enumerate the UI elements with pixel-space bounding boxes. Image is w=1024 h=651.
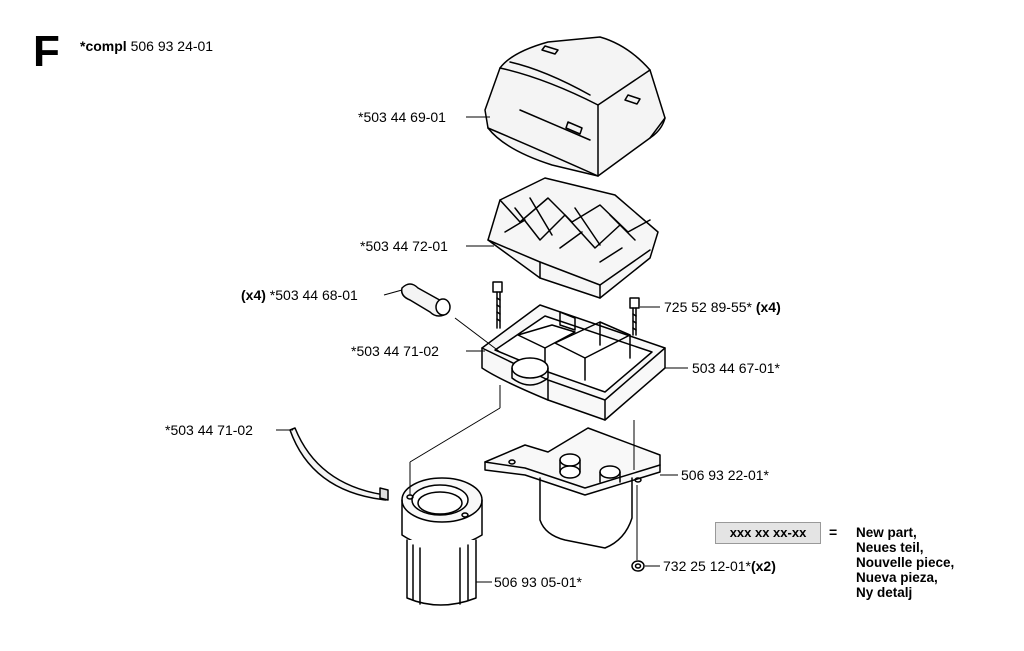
quantity-suffix: (x4) (755, 299, 781, 315)
part-number: *503 44 72-01 (360, 238, 448, 254)
part-label-holder: 503 44 67-01* (692, 360, 780, 376)
compl-part-number: 506 93 24-01 (130, 38, 214, 54)
air-filter-element-drawing (487, 177, 659, 299)
legend-line: New part, (856, 525, 917, 540)
base-plate-drawing (484, 427, 661, 549)
screw-right-drawing (629, 297, 640, 336)
part-label-clip: (x4) *503 44 68-01 (241, 287, 358, 303)
legend-line: Ny detalj (856, 585, 913, 600)
clip-drawing (400, 283, 451, 317)
filter-holder-drawing (481, 304, 666, 421)
legend-equals: = (829, 524, 838, 540)
legend-line: Nueva pieza, (856, 570, 938, 585)
quantity-prefix: (x4) (241, 287, 266, 303)
part-label-screw: 725 52 89-55* (x4) (664, 299, 781, 315)
assembly-title: *compl 506 93 24-01 (80, 38, 213, 54)
air-filter-cover-drawing (484, 36, 666, 177)
section-letter: F (33, 27, 60, 76)
part-number: *503 44 71-02 (165, 422, 253, 438)
part-number: 506 93 22-01* (681, 467, 769, 483)
legend-code-box: xxx xx xx-xx (715, 522, 821, 544)
part-label-strip: *503 44 71-02 (165, 422, 253, 438)
compl-label: *compl (80, 38, 127, 54)
screw-left-drawing (492, 281, 503, 329)
part-label-nut: 732 25 12-01*(x2) (663, 558, 776, 574)
legend-line: Nouvelle piece, (856, 555, 955, 570)
part-number: *503 44 71-02 (351, 343, 439, 359)
leader-lines (276, 116, 688, 583)
part-number: *503 44 68-01 (269, 287, 358, 303)
part-label-pre-filter: 506 93 05-01* (494, 574, 582, 590)
part-label-holder-gasket: *503 44 71-02 (351, 343, 439, 359)
legend-line: Neues teil, (856, 540, 924, 555)
part-label-base-plate: 506 93 22-01* (681, 467, 769, 483)
part-number: 503 44 67-01* (692, 360, 780, 376)
part-number: 725 52 89-55* (664, 299, 752, 315)
part-number: 506 93 05-01* (494, 574, 582, 590)
part-number: 732 25 12-01* (663, 558, 751, 574)
part-label-filter: *503 44 72-01 (360, 238, 448, 254)
legend-meaning: New part, Neues teil, Nouvelle piece, Nu… (856, 525, 954, 600)
nut-drawing (631, 560, 645, 572)
pre-filter-drawing (401, 477, 483, 606)
quantity-suffix: (x2) (750, 558, 776, 574)
gasket-strip-drawing (289, 427, 389, 501)
part-label-cover: *503 44 69-01 (358, 109, 446, 125)
part-number: *503 44 69-01 (358, 109, 446, 125)
